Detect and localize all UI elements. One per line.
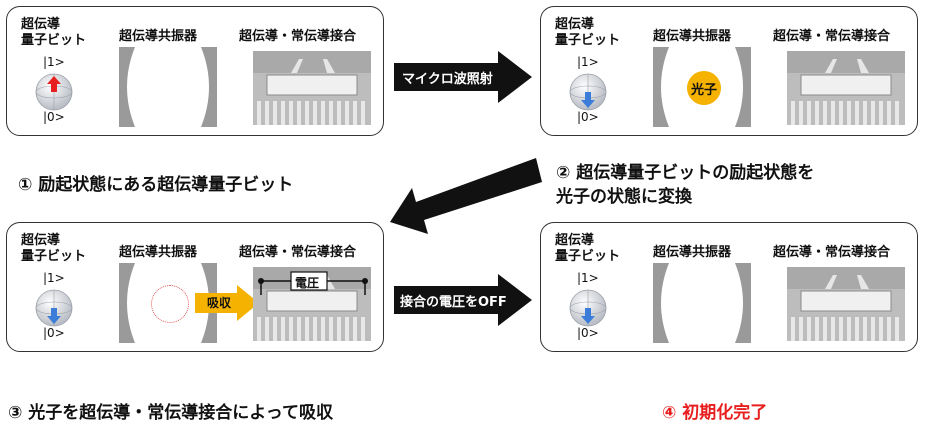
ket-0-label: |0> [577, 110, 599, 124]
bloch-sphere-icon [569, 73, 607, 111]
resonator-label: 超伝導共振器 [119, 29, 198, 44]
state-arrowhead-up [47, 76, 61, 84]
resonator-shape [653, 263, 751, 343]
caption-step-1: ① 励起状態にある超伝導量子ビット [18, 175, 294, 195]
photon-label: 光子 [690, 82, 717, 98]
qubit-label: 超伝導 量子ビット [555, 17, 621, 48]
resonator-shape [119, 47, 217, 127]
caption-step-2-line1: ② 超伝導量子ビットの励起状態を [556, 163, 815, 183]
resonator-label: 超伝導共振器 [119, 245, 198, 260]
junction-label: 超伝導・常伝導接合 [239, 245, 357, 260]
junction-label: 超伝導・常伝導接合 [773, 29, 891, 44]
resonator-label: 超伝導共振器 [653, 29, 732, 44]
qubit-label: 超伝導 量子ビット [21, 17, 87, 48]
junction-image [787, 267, 905, 341]
caption-step-4: ④ 初期化完了 [662, 403, 768, 423]
photon-circle: 光子 [687, 71, 721, 105]
arrow-microwave-label: マイクロ波照射 [402, 72, 493, 87]
junction-label: 超伝導・常伝導接合 [239, 29, 357, 44]
ket-0-label: |0> [577, 326, 599, 340]
panel-photon-converted: 超伝導 量子ビット |1> |0> 超伝導共振器 光子 超伝導・常伝導接合 [540, 6, 918, 136]
ket-1-label: |1> [577, 271, 599, 285]
panel-photon-absorbed: 超伝導 量子ビット |1> |0> 超伝導共振器 吸収 超伝導・常伝導接合 [6, 222, 384, 352]
bloch-sphere-icon [35, 73, 73, 111]
caption-step-3: ③ 光子を超伝導・常伝導接合によって吸収 [8, 403, 333, 423]
state-arrow-up [51, 83, 57, 92]
absorb-arrow [195, 285, 259, 321]
junction-label: 超伝導・常伝導接合 [773, 245, 891, 260]
arrow-apply-voltage [390, 158, 542, 234]
arrow-voltage-off-label: 接合の電圧をOFF [400, 295, 507, 310]
qubit-label: 超伝導 量子ビット [555, 233, 621, 264]
bloch-sphere-icon [569, 289, 607, 327]
resonator-label: 超伝導共振器 [653, 245, 732, 260]
ket-1-label: |1> [577, 55, 599, 69]
panel-initialized: 超伝導 量子ビット |1> |0> 超伝導共振器 超伝導・常伝導接合 [540, 222, 918, 352]
qubit-label: 超伝導 量子ビット [21, 233, 87, 264]
photon-absorbed-outline [151, 285, 189, 323]
caption-step-2-line2: 光子の状態に変換 [556, 187, 692, 207]
junction-image [787, 51, 905, 125]
voltage-circuit [258, 271, 368, 295]
arrow-voltage-off [394, 274, 532, 326]
ket-0-label: |0> [43, 326, 65, 340]
voltage-label: 電圧 [295, 276, 320, 290]
ket-1-label: |1> [43, 55, 65, 69]
ket-0-label: |0> [43, 110, 65, 124]
arrow-microwave [394, 51, 532, 103]
junction-image [253, 51, 371, 125]
ket-1-label: |1> [43, 271, 65, 285]
absorb-label: 吸収 [207, 296, 232, 310]
resonator-shape [653, 47, 751, 127]
bloch-sphere-icon [35, 289, 73, 327]
panel-excited-qubit: 超伝導 量子ビット |1> |0> 超伝導共振器 超伝導・常伝導接合 [6, 6, 384, 136]
